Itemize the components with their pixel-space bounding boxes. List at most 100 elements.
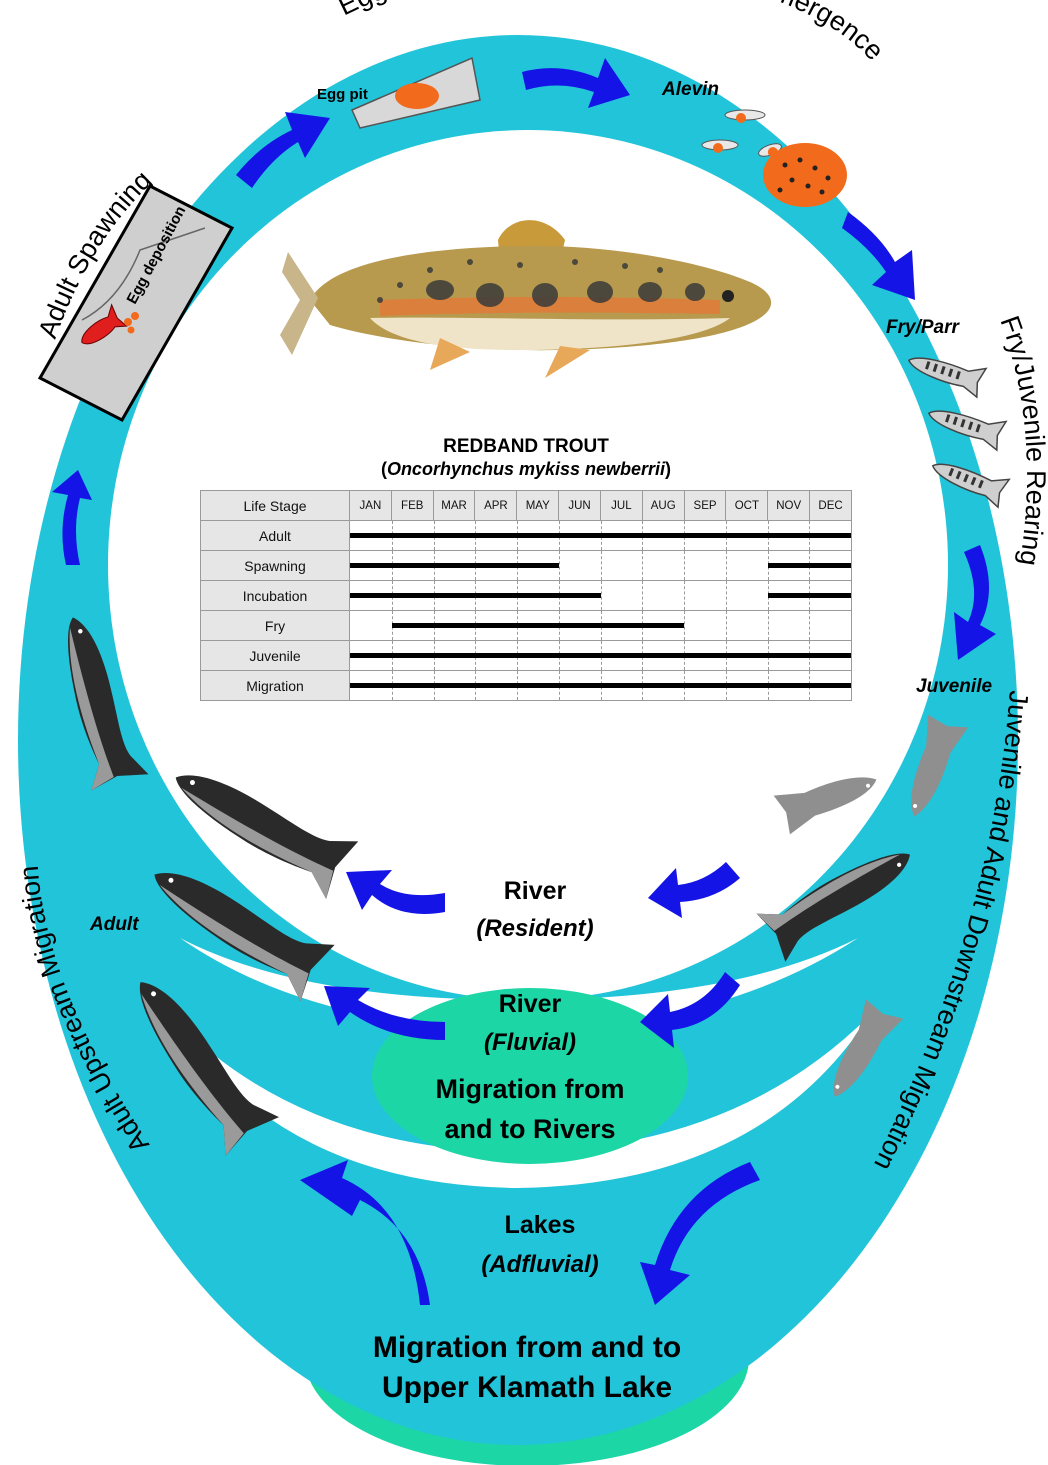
month-divider <box>559 611 560 640</box>
month-divider <box>726 611 727 640</box>
month-divider <box>726 671 727 700</box>
month-divider <box>726 641 727 670</box>
timeline-bar-cell <box>350 641 852 671</box>
month-divider <box>475 611 476 640</box>
month-divider <box>434 611 435 640</box>
fluvial-type: (Fluvial) <box>484 1029 576 1056</box>
timeline-bar-migration <box>350 683 851 688</box>
month-header-mar: MAR <box>433 491 475 521</box>
adult-label: Adult <box>89 914 139 935</box>
month-divider <box>642 551 643 580</box>
month-divider <box>517 671 518 700</box>
month-divider <box>392 581 393 610</box>
month-divider <box>726 551 727 580</box>
month-divider <box>684 581 685 610</box>
month-divider <box>434 551 435 580</box>
timeline-row: Incubation <box>201 581 852 611</box>
month-divider <box>684 551 685 580</box>
month-divider <box>559 671 560 700</box>
resident-type: (Resident) <box>476 915 593 942</box>
month-divider <box>642 581 643 610</box>
egg-pit-label: Egg pit <box>317 86 368 103</box>
month-divider <box>434 641 435 670</box>
month-divider <box>517 581 518 610</box>
timeline-bar-spawning <box>768 563 852 568</box>
adfluvial-line1: Migration from and to <box>373 1331 681 1364</box>
month-divider <box>726 581 727 610</box>
adfluvial-line2: Upper Klamath Lake <box>382 1371 672 1404</box>
life-stage-label: Spawning <box>201 551 350 581</box>
timeline-bar-adult <box>350 533 851 538</box>
timeline-row: Migration <box>201 671 852 701</box>
month-divider <box>559 551 560 580</box>
month-divider <box>809 521 810 550</box>
month-divider <box>559 581 560 610</box>
month-divider <box>768 671 769 700</box>
timeline-row: Adult <box>201 521 852 551</box>
month-divider <box>517 521 518 550</box>
month-divider <box>601 611 602 640</box>
month-divider <box>684 641 685 670</box>
month-divider <box>601 641 602 670</box>
life-stage-label: Fry <box>201 611 350 641</box>
month-divider <box>768 641 769 670</box>
month-header-jun: JUN <box>559 491 601 521</box>
life-stage-label: Juvenile <box>201 641 350 671</box>
month-divider <box>684 521 685 550</box>
month-divider <box>475 641 476 670</box>
species-name: Oncorhynchus mykiss newberrii <box>387 459 665 479</box>
month-divider <box>809 671 810 700</box>
month-divider <box>601 551 602 580</box>
month-divider <box>434 521 435 550</box>
egg-cluster-icon <box>763 143 847 207</box>
timeline-bar-juvenile <box>350 653 851 658</box>
month-divider <box>642 611 643 640</box>
timeline-row: Juvenile <box>201 641 852 671</box>
month-divider <box>768 521 769 550</box>
month-divider <box>726 521 727 550</box>
month-header-oct: OCT <box>726 491 768 521</box>
resident-name: River <box>504 877 567 905</box>
timeline-bar-cell <box>350 611 852 641</box>
month-divider <box>809 641 810 670</box>
month-divider <box>642 671 643 700</box>
month-divider <box>684 671 685 700</box>
month-divider <box>392 671 393 700</box>
timeline-subtitle: (Oncorhynchus mykiss newberrii) <box>200 458 852 480</box>
month-divider <box>768 581 769 610</box>
month-divider <box>642 521 643 550</box>
adfluvial-type: (Adfluvial) <box>481 1251 598 1278</box>
month-header-may: MAY <box>517 491 559 521</box>
fry-parr-label: Fry/Parr <box>886 317 960 338</box>
adfluvial-name: Lakes <box>505 1211 576 1239</box>
month-divider <box>559 641 560 670</box>
fry-juvenile-rearing-label: Fry/Juvenile Rearing <box>994 312 1048 568</box>
emergence-label: Emergence <box>752 0 889 66</box>
timeline-title: REDBAND TROUT <box>200 436 852 458</box>
month-divider <box>392 611 393 640</box>
month-divider <box>434 581 435 610</box>
month-divider <box>768 551 769 580</box>
month-header-jan: JAN <box>350 491 392 521</box>
timeline-bar-incubation <box>350 593 601 598</box>
timeline-bar-incubation <box>768 593 852 598</box>
month-header-jul: JUL <box>600 491 642 521</box>
timeline-bar-cell <box>350 581 852 611</box>
month-divider <box>475 671 476 700</box>
timeline-bar-cell <box>350 551 852 581</box>
month-header-dec: DEC <box>810 491 852 521</box>
life-stage-header: Life Stage <box>201 491 350 521</box>
fluvial-line1: Migration from <box>436 1074 625 1104</box>
month-header-feb: FEB <box>391 491 433 521</box>
alevin-label: Alevin <box>661 79 719 100</box>
month-divider <box>475 521 476 550</box>
month-header-sep: SEP <box>684 491 726 521</box>
month-divider <box>601 671 602 700</box>
life-stage-label: Adult <box>201 521 350 551</box>
fluvial-name: River <box>499 990 562 1018</box>
month-divider <box>392 551 393 580</box>
month-divider <box>517 641 518 670</box>
month-divider <box>559 521 560 550</box>
